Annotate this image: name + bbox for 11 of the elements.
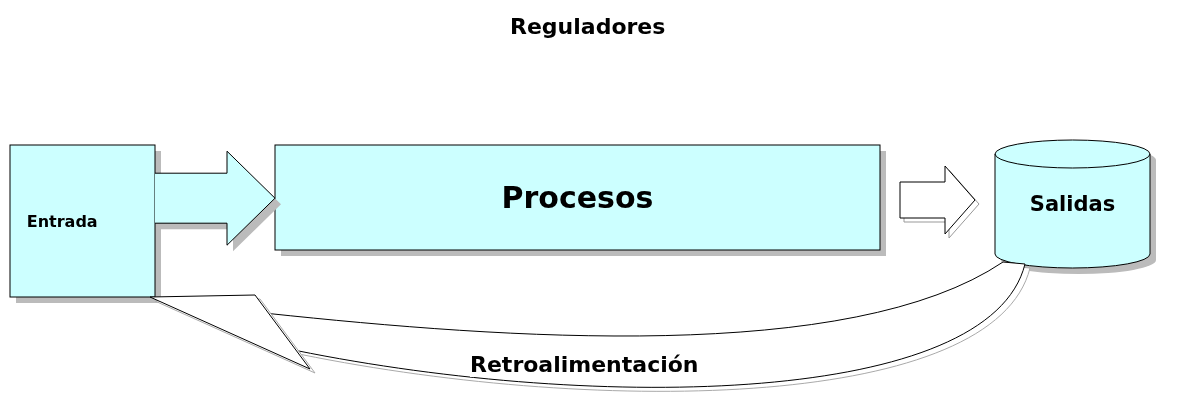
node-label: Entrada xyxy=(26,211,98,231)
edge-label: Retroalimentación xyxy=(470,352,699,377)
block-arrow xyxy=(899,165,980,239)
node-label: Salidas xyxy=(1029,192,1116,216)
heading-label: Reguladores xyxy=(510,14,666,39)
block-arrow xyxy=(149,261,1031,392)
process-box xyxy=(9,144,161,303)
process-box xyxy=(274,144,886,256)
node-label: Procesos xyxy=(501,180,654,215)
block-arrow xyxy=(154,150,281,252)
output-cylinder xyxy=(994,139,1156,274)
